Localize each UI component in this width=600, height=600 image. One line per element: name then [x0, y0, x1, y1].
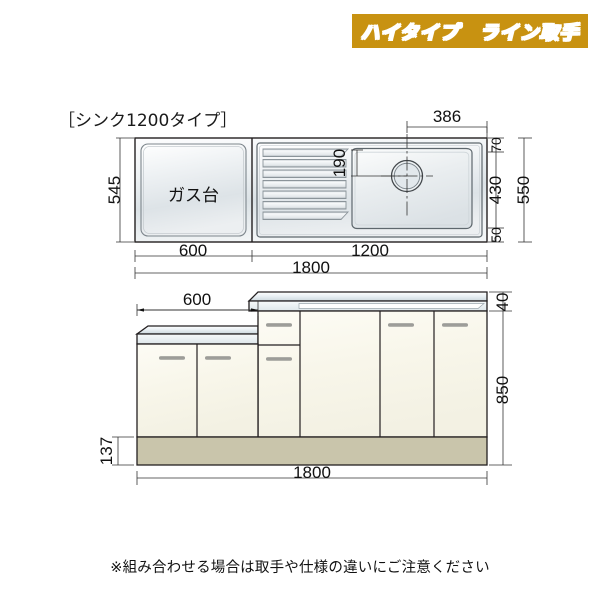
dim-label-600: 600 — [179, 241, 207, 260]
type-badge-label: ハイタイプ ライン取手 — [360, 21, 580, 44]
elev-gas-counter-top — [135, 325, 259, 335]
dim-label-50: 50 — [488, 227, 504, 243]
elev-sink-counter-top — [247, 291, 488, 302]
groove-3 — [262, 169, 347, 178]
plan-view-group: ガス台 — [105, 107, 533, 279]
plan-drainboard-grooves — [262, 148, 350, 220]
footer-note: ※組み合わせる場合は取手や仕様の違いにご注意ください — [110, 560, 490, 576]
handle-sink-door-3 — [442, 323, 468, 327]
handle-gas-left — [159, 356, 185, 360]
plan-dimensions — [116, 121, 532, 279]
dim-label-elev-600: 600 — [183, 290, 211, 309]
groove-6 — [262, 201, 347, 210]
handle-sink-door-2 — [388, 323, 414, 327]
dim-label-545: 545 — [105, 176, 124, 204]
dim-label-137: 137 — [97, 437, 116, 465]
plan-gas-unit: ガス台 — [140, 143, 247, 237]
elevation-view-group: 40 850 137 1800 600 — [97, 290, 512, 485]
elev-door-divisions — [196, 311, 435, 437]
dim-label-1800: 1800 — [292, 258, 330, 277]
plan-sink-unit — [256, 134, 483, 238]
handle-sink-drawer — [266, 323, 292, 327]
elev-sink-counter-inset — [298, 303, 485, 309]
elevation-dimension-labels: 40 850 137 1800 600 — [97, 290, 512, 482]
dim-label-40: 40 — [493, 293, 512, 312]
dim-label-850: 850 — [493, 376, 512, 404]
plan-view-title: ［シンク1200タイプ］ — [58, 111, 238, 131]
elevation-dimensions — [112, 291, 512, 485]
dim-label-1200: 1200 — [351, 241, 389, 260]
plan-gas-plate — [140, 143, 247, 237]
groove-2 — [262, 159, 347, 168]
handle-gas-right — [205, 356, 231, 360]
groove-7 — [262, 211, 350, 220]
groove-5 — [262, 190, 347, 199]
plan-gas-label: ガス台 — [168, 186, 219, 206]
plan-dimension-labels: 545 600 1200 1800 70 430 50 550 386 190 — [105, 107, 533, 277]
handle-sink-door-1 — [266, 357, 292, 361]
plan-gas-plate-inner — [143, 146, 244, 234]
dim-label-70: 70 — [488, 137, 504, 153]
dim-label-386: 386 — [433, 107, 461, 126]
elev-kickplate — [136, 436, 488, 466]
plan-sink-deck-inner — [259, 145, 480, 235]
dim-label-190: 190 — [330, 149, 349, 177]
elev-handles — [159, 323, 468, 361]
dim-label-elev-1800: 1800 — [293, 463, 331, 482]
type-badge: ハイタイプ ライン取手 — [352, 14, 588, 48]
dim-label-430: 430 — [486, 176, 505, 204]
elev-gas-counter-face — [136, 333, 259, 345]
groove-1 — [262, 148, 350, 157]
plan-sink-bowl-inner — [354, 151, 470, 226]
elev-sink-cabinet-body — [257, 310, 488, 438]
groove-4 — [262, 180, 347, 189]
dim-label-550: 550 — [514, 176, 533, 204]
